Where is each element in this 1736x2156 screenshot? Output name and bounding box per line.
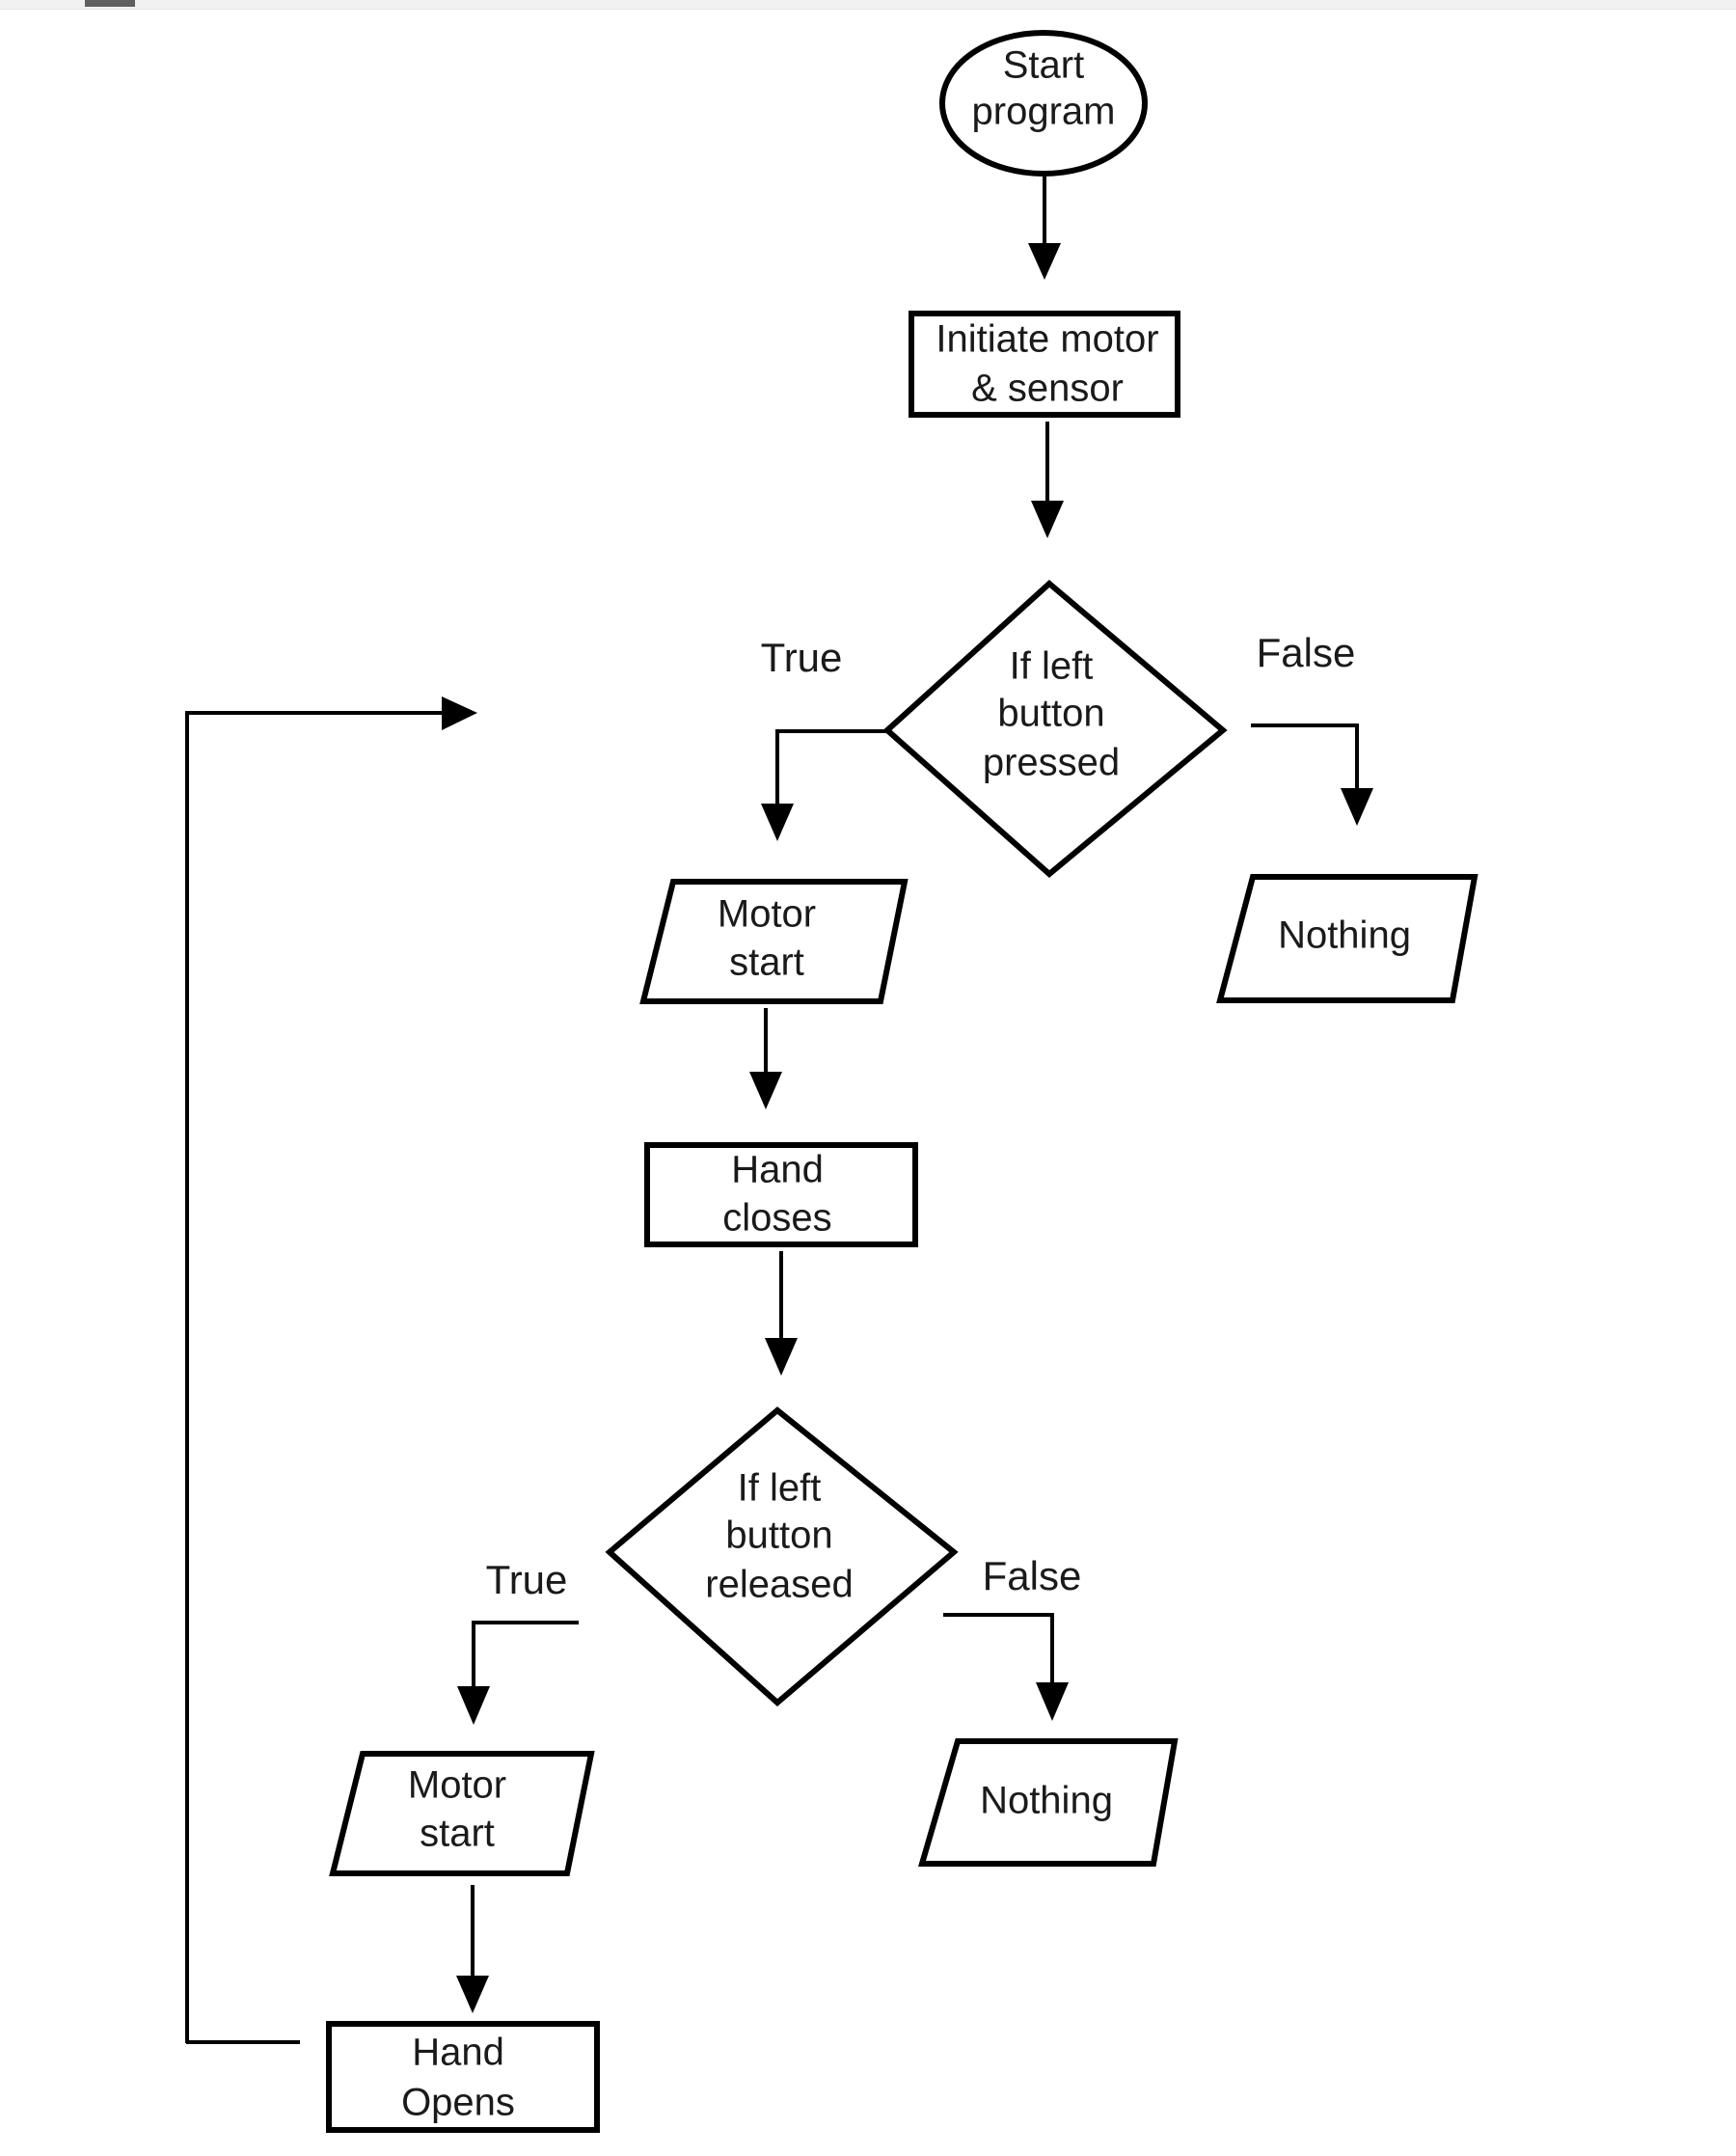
decision2-line2: button xyxy=(725,1515,832,1557)
nothing-2-parallelogram xyxy=(918,1738,1179,1867)
edge-decision2-false: False xyxy=(943,1553,1081,1721)
edge-hand-opens-loopback-to-decision1 xyxy=(185,696,477,2044)
edge-motor1-to-hand-closes xyxy=(749,1008,782,1109)
motor-start-2-parallelogram xyxy=(329,1751,595,1876)
arrowhead-icon xyxy=(457,1686,490,1725)
initiate-motor-sensor-line2: & sensor xyxy=(971,368,1124,410)
top-strip-chip xyxy=(85,0,135,7)
edge-label-decision1-true: True xyxy=(761,635,843,680)
motor-start-2-line1: Motor xyxy=(408,1764,506,1807)
decision1-diamond xyxy=(882,580,1228,878)
node-hand-closes[interactable]: Hand closes xyxy=(644,1142,918,1247)
node-motor-start-1[interactable]: Motor start xyxy=(639,879,909,1004)
edge-label-decision2-true: True xyxy=(486,1557,568,1602)
window-top-strip xyxy=(0,0,1736,10)
start-program-ellipse xyxy=(939,30,1148,177)
decision1-line2: button xyxy=(997,693,1104,735)
decision1-line3: pressed xyxy=(983,742,1120,784)
initiate-motor-sensor-line1: Initiate motor xyxy=(936,318,1158,361)
node-nothing-2[interactable]: Nothing xyxy=(918,1738,1179,1867)
node-nothing-1[interactable]: Nothing xyxy=(1216,874,1478,1003)
edge-label-decision2-false: False xyxy=(983,1553,1082,1598)
node-hand-opens[interactable]: Hand Opens xyxy=(326,2021,600,2133)
edge-motor2-to-hand-opens xyxy=(456,1885,489,2013)
arrowhead-icon xyxy=(749,1072,782,1109)
node-start-program[interactable]: Start program xyxy=(939,30,1148,177)
arrowhead-icon xyxy=(761,804,794,841)
edge-init-to-decision1 xyxy=(1031,422,1064,538)
hand-opens-line1: Hand xyxy=(412,2032,504,2074)
node-decision-if-left-button-released[interactable]: If left button released xyxy=(605,1406,959,1706)
decision2-line3: released xyxy=(705,1564,853,1606)
edge-label-decision1-false: False xyxy=(1257,630,1356,675)
hand-closes-line2: closes xyxy=(722,1197,831,1240)
arrowhead-icon xyxy=(456,1976,489,2013)
motor-start-1-line1: Motor xyxy=(718,893,816,936)
arrowhead-icon xyxy=(1028,243,1061,280)
nothing-1-parallelogram xyxy=(1216,874,1478,1003)
motor-start-1-parallelogram xyxy=(639,879,909,1004)
nothing-1-label: Nothing xyxy=(1278,914,1411,957)
edge-decision1-true: True xyxy=(761,635,887,841)
nothing-2-label: Nothing xyxy=(980,1780,1113,1822)
arrowhead-icon xyxy=(765,1338,798,1376)
edge-start-to-init xyxy=(1028,177,1061,280)
motor-start-2-line2: start xyxy=(420,1813,495,1855)
edge-hand-closes-to-decision2 xyxy=(765,1251,798,1376)
start-program-line2: program xyxy=(972,91,1116,133)
hand-closes-rect xyxy=(644,1142,918,1247)
initiate-motor-sensor-rect xyxy=(909,311,1180,418)
edge-decision1-false: False xyxy=(1251,630,1373,826)
node-decision-if-left-button-pressed[interactable]: If left button pressed xyxy=(882,580,1228,878)
decision1-line1: If left xyxy=(1010,645,1094,688)
node-initiate-motor-sensor[interactable]: Initiate motor & sensor xyxy=(909,311,1180,418)
arrowhead-icon xyxy=(442,696,477,730)
hand-opens-line2: Opens xyxy=(401,2082,515,2124)
hand-opens-rect xyxy=(326,2021,600,2133)
hand-closes-line1: Hand xyxy=(731,1149,824,1191)
arrowhead-icon xyxy=(1341,788,1373,826)
start-program-line1: Start xyxy=(1003,44,1084,87)
node-motor-start-2[interactable]: Motor start xyxy=(329,1751,595,1876)
decision2-line1: If left xyxy=(738,1467,822,1510)
arrowhead-icon xyxy=(1031,501,1064,538)
motor-start-1-line2: start xyxy=(729,942,804,984)
decision2-diamond xyxy=(605,1406,959,1706)
arrowhead-icon xyxy=(1036,1682,1069,1721)
edge-decision2-true: True xyxy=(457,1557,579,1725)
